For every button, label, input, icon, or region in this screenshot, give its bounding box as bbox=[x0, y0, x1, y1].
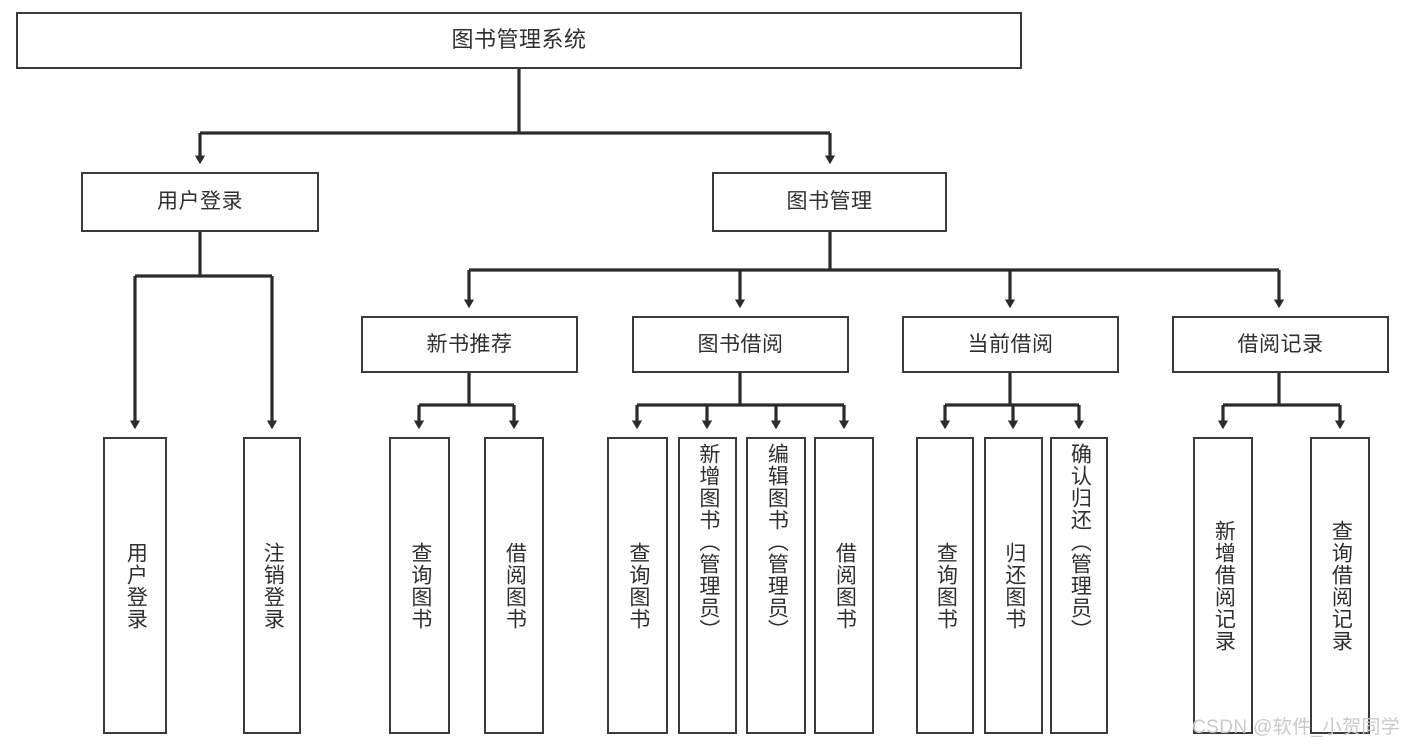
leaf-edit-book-admin[interactable]: 编辑图书（管理员） bbox=[746, 437, 806, 734]
node-label: 确认归还（管理员） bbox=[1068, 443, 1092, 641]
node-label: 图书管理系统 bbox=[451, 27, 587, 53]
leaf-query-book-current[interactable]: 查询图书 bbox=[916, 437, 974, 734]
leaf-add-borrowing-record[interactable]: 新增借阅记录 bbox=[1193, 437, 1253, 734]
node-root-book-management-system[interactable]: 图书管理系统 bbox=[16, 12, 1022, 69]
node-label: 查询图书 bbox=[408, 541, 432, 630]
node-label: 当前借阅 bbox=[967, 332, 1054, 356]
node-label: 查询借阅记录 bbox=[1329, 519, 1353, 652]
node-label: 借阅图书 bbox=[503, 541, 527, 630]
node-label: 新增图书（管理员） bbox=[696, 443, 720, 641]
node-label: 图书借阅 bbox=[697, 332, 784, 356]
connectors-user-login-to-leaves bbox=[129, 232, 278, 430]
connectors-book-management-to-level3 bbox=[463, 232, 1285, 309]
node-label: 编辑图书（管理员） bbox=[765, 443, 789, 641]
leaf-user-login[interactable]: 用户登录 bbox=[103, 437, 167, 734]
node-label: 借阅图书 bbox=[833, 541, 857, 630]
node-user-login[interactable]: 用户登录 bbox=[81, 172, 319, 232]
node-label: 查询图书 bbox=[626, 541, 650, 630]
node-label: 用户登录 bbox=[124, 541, 148, 630]
node-current-borrowing[interactable]: 当前借阅 bbox=[902, 316, 1119, 373]
connectors-book-borrow-to-leaves bbox=[631, 373, 850, 430]
node-label: 查询图书 bbox=[934, 541, 958, 630]
node-label: 归还图书 bbox=[1002, 541, 1026, 630]
leaf-query-book-new-recommendation[interactable]: 查询图书 bbox=[389, 437, 450, 734]
leaf-return-book[interactable]: 归还图书 bbox=[984, 437, 1043, 734]
node-label: 图书管理 bbox=[786, 190, 873, 214]
connectors-current-borrow-to-leaves bbox=[939, 373, 1085, 430]
leaf-query-borrowing-record[interactable]: 查询借阅记录 bbox=[1310, 437, 1370, 734]
node-label: 新书推荐 bbox=[426, 332, 513, 356]
node-label: 用户登录 bbox=[157, 190, 243, 214]
node-label: 借阅记录 bbox=[1237, 332, 1324, 356]
leaf-borrow-book-new-recommendation[interactable]: 借阅图书 bbox=[484, 437, 544, 734]
connectors-new-book-to-leaves bbox=[413, 373, 520, 430]
node-new-book-recommendation[interactable]: 新书推荐 bbox=[361, 316, 578, 373]
node-book-borrowing[interactable]: 图书借阅 bbox=[632, 316, 849, 373]
leaf-query-book-borrowing[interactable]: 查询图书 bbox=[607, 437, 668, 734]
node-book-management[interactable]: 图书管理 bbox=[712, 172, 947, 232]
node-label: 新增借阅记录 bbox=[1212, 519, 1236, 652]
node-label: 注销登录 bbox=[261, 541, 285, 630]
leaf-add-book-admin[interactable]: 新增图书（管理员） bbox=[678, 437, 737, 734]
leaf-logout[interactable]: 注销登录 bbox=[243, 437, 301, 734]
leaf-confirm-return-admin[interactable]: 确认归还（管理员） bbox=[1050, 437, 1108, 734]
node-borrowing-record[interactable]: 借阅记录 bbox=[1172, 316, 1389, 373]
connectors-borrow-record-to-leaves bbox=[1217, 373, 1346, 430]
csdn-watermark: CSDN @软件_小贺同学 bbox=[1192, 717, 1401, 738]
connectors-root-to-level2 bbox=[194, 69, 836, 165]
leaf-borrow-book[interactable]: 借阅图书 bbox=[814, 437, 874, 734]
